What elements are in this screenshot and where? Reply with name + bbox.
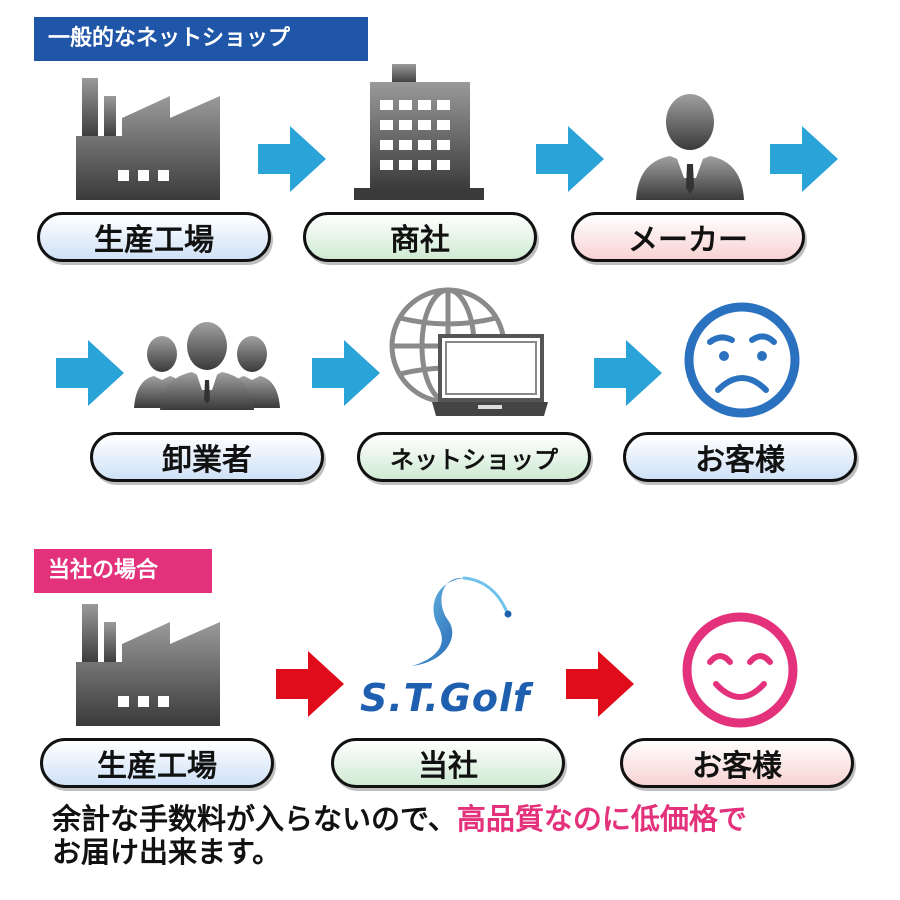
- our-flow-arrow: [276, 651, 344, 717]
- sad-face-icon: [684, 302, 800, 418]
- message-part1: 余計な手数料が入らないので、: [52, 802, 457, 836]
- group-of-people-icon: [134, 322, 280, 410]
- step-label-online-shop: ネットショップ: [357, 432, 591, 482]
- message-part3: お届け出来ます。: [52, 835, 282, 869]
- step-label-wholesaler: 卸業者: [90, 432, 324, 482]
- globe-laptop-icon: [389, 287, 548, 416]
- bottom-message: 余計な手数料が入らないので、高品質なのに低価格で お届け出来ます。: [52, 803, 882, 869]
- our-flow-arrow: [566, 651, 634, 717]
- st-golf-logo-swoosh: [412, 576, 512, 666]
- flow-arrow: [770, 126, 838, 192]
- general-section-title: 一般的なネットショップ: [34, 17, 368, 61]
- flow-arrow: [56, 340, 124, 406]
- happy-face-icon: [682, 612, 798, 728]
- flow-arrow: [312, 340, 380, 406]
- step-label-production-factory: 生産工場: [37, 212, 271, 262]
- our-step-label-customer: お客様: [620, 738, 854, 788]
- st-golf-logo-text: S.T.Golf: [360, 676, 531, 720]
- flow-arrow: [536, 126, 604, 192]
- our-step-label-our-company: 当社: [331, 738, 565, 788]
- message-highlight: 高品質なのに低価格で: [456, 802, 747, 836]
- office-building-icon: [354, 64, 484, 200]
- flow-arrow: [258, 126, 326, 192]
- step-label-manufacturer: メーカー: [571, 212, 805, 262]
- businessman-icon: [636, 94, 744, 200]
- our-step-label-production-factory: 生産工場: [40, 738, 274, 788]
- our-section-title: 当社の場合: [34, 549, 212, 593]
- factory-icon: [76, 604, 220, 726]
- factory-icon: [76, 78, 220, 200]
- step-label-trading-company: 商社: [303, 212, 537, 262]
- flow-arrow: [594, 340, 662, 406]
- step-label-customer: お客様: [623, 432, 857, 482]
